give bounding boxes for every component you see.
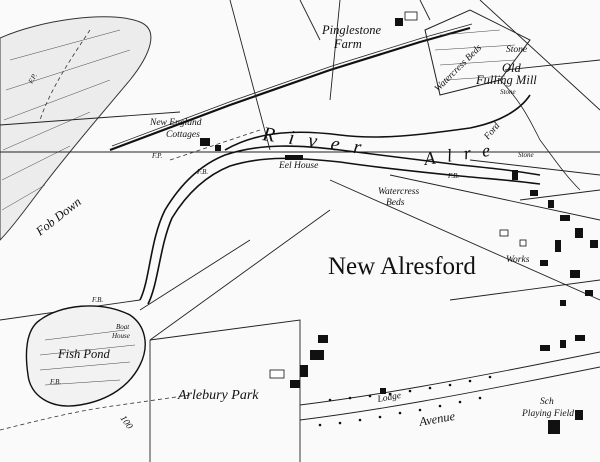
town-buildings (499, 170, 598, 434)
label-river: River (260, 123, 376, 161)
label-avenue: Avenue (417, 409, 456, 429)
label-fob-down: Fob Down (32, 195, 83, 239)
river-alre-north-bank (139, 145, 541, 301)
label-sch: Sch (540, 397, 554, 407)
label-watercress-mid: Watercress (378, 187, 419, 197)
label-stone-ford: Stone (518, 151, 534, 159)
river-alre-upper-channel (224, 94, 531, 151)
label-new-england: New England (149, 118, 202, 128)
label-new-alresford: New Alresford (328, 253, 476, 280)
label-boat: Boat (116, 323, 130, 331)
label-fb-pond: F.B. (91, 296, 103, 304)
label-playing-field: Playing Field (521, 409, 574, 419)
footpath-cottages (169, 129, 261, 161)
farm-buildings (200, 11, 418, 160)
label-fulling-mill: Fulling Mill (475, 73, 537, 87)
label-eel-house: Eel House (278, 161, 318, 171)
label-farm: Farm (333, 37, 362, 51)
label-stone-mill: Stone (500, 88, 516, 96)
label-contour-100: 100 (118, 414, 135, 432)
arlebury-park-boundary (149, 319, 301, 462)
label-fp-cottages: F.P. (151, 152, 162, 160)
fob-down-hill (0, 16, 152, 241)
label-house: House (111, 332, 130, 340)
avenue-trees (318, 375, 492, 427)
avenue-road-south (299, 366, 600, 421)
stream-to-mill (499, 79, 581, 191)
avenue-road-north (299, 351, 600, 406)
label-pinglestone: Pinglestone (321, 23, 381, 37)
railway-line (109, 26, 471, 152)
footpath-fob-down (39, 29, 91, 121)
label-fb-right: F.B. (447, 172, 459, 180)
label-cottages: Cottages (166, 130, 200, 140)
fob-down-hatching (1, 29, 131, 211)
label-lodge: Lodge (376, 391, 402, 405)
label-stone-top: Stone (506, 45, 527, 55)
estate-buildings (269, 335, 386, 394)
label-arlebury-park: Arlebury Park (177, 388, 259, 403)
river-alre-south-bank (147, 157, 541, 305)
label-fb-lower: F.B. (49, 378, 61, 386)
label-works: Works (506, 255, 530, 265)
label-fb-eel: F.B. (196, 168, 208, 176)
railway-edge (111, 23, 473, 147)
contour-100 (0, 394, 191, 431)
label-beds-mid: Beds (386, 198, 405, 208)
label-fish-pond: Fish Pond (57, 347, 110, 361)
label-old: Old (502, 61, 522, 75)
